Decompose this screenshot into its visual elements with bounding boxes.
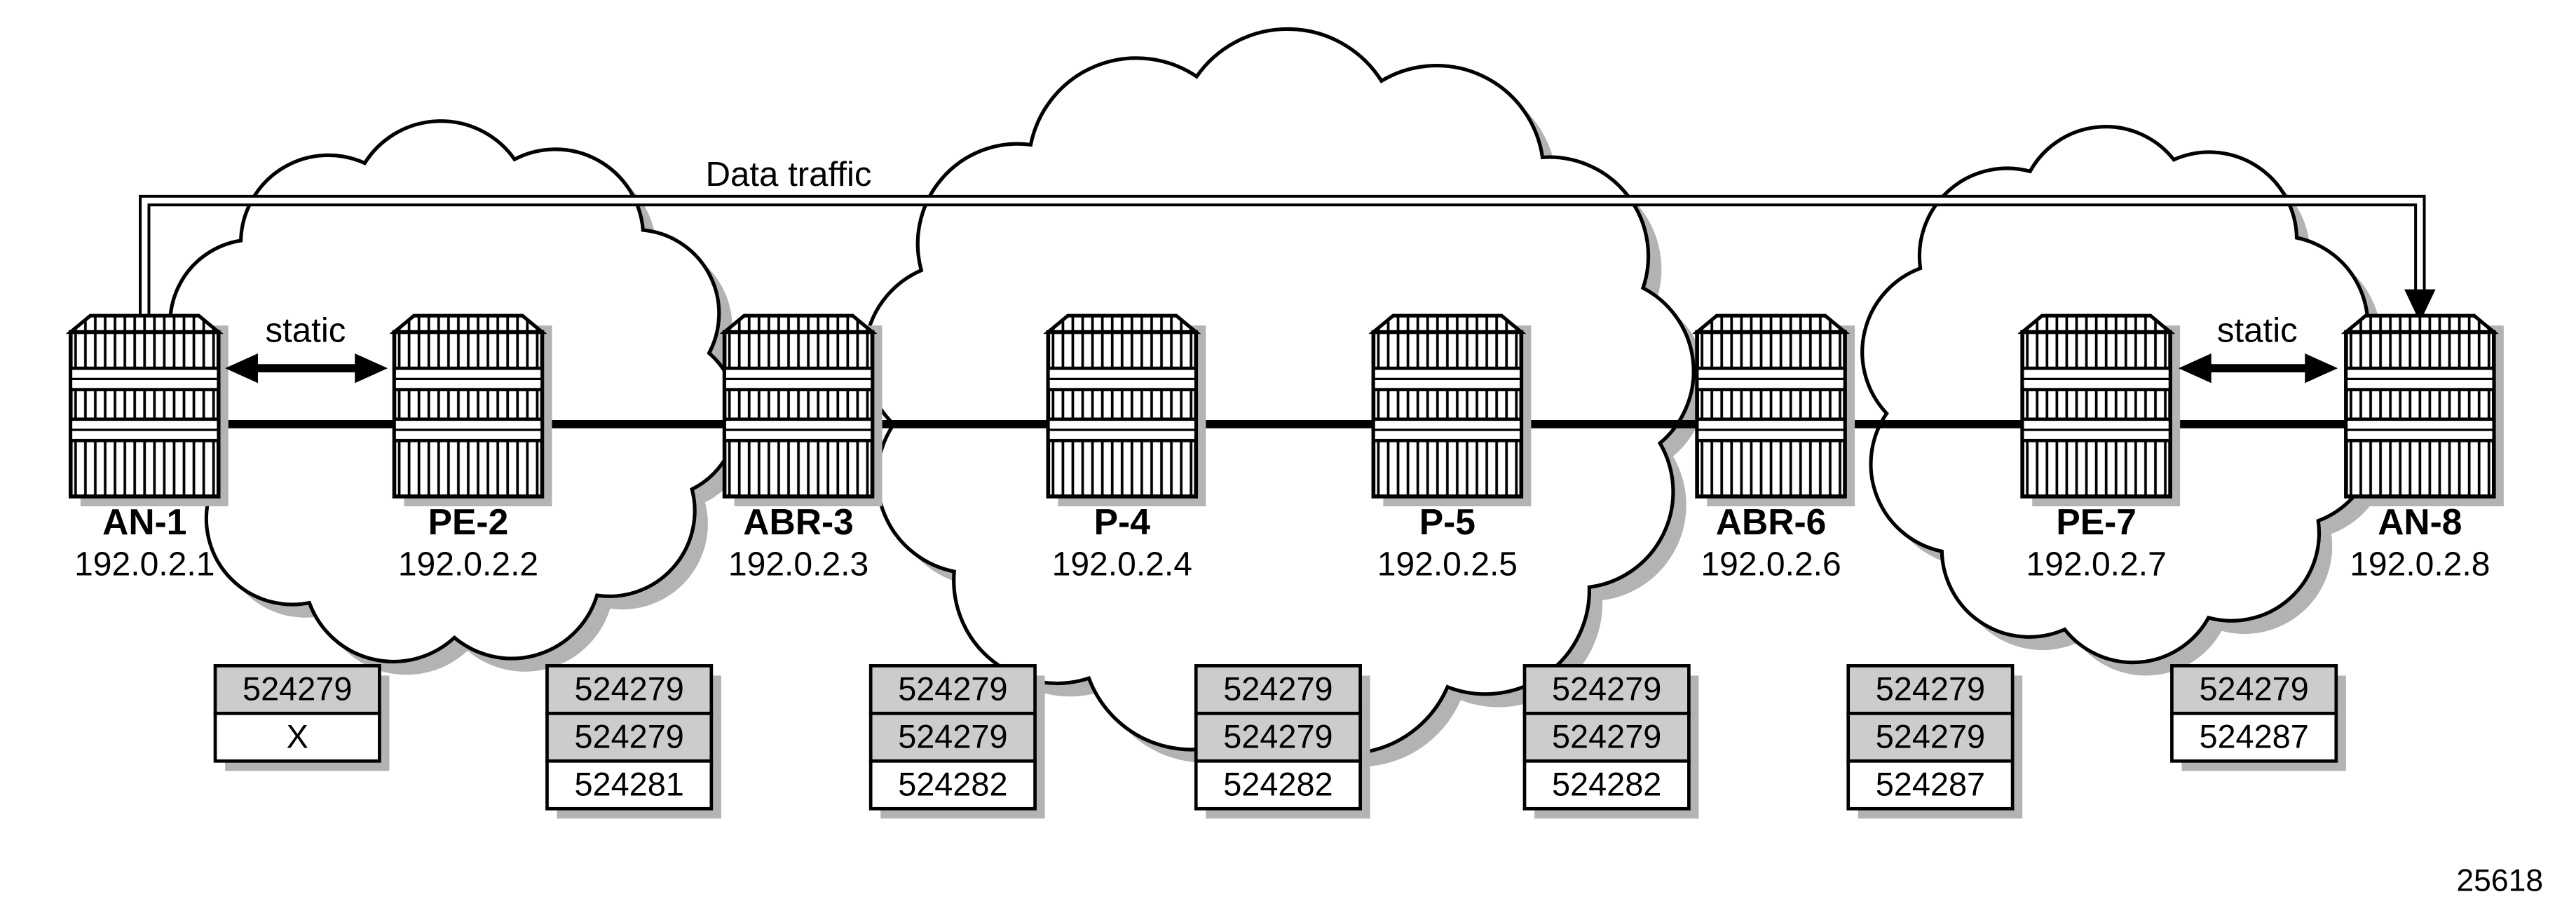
label-cell xyxy=(1194,759,1362,811)
router-pe-2: PE-2 192.0.2.2 xyxy=(395,316,552,583)
label-cell-value: 524279 xyxy=(1223,719,1333,755)
router-icon xyxy=(1373,316,1521,496)
router-pe-2-name: PE-2 xyxy=(428,501,509,542)
cloud-core xyxy=(863,27,1696,756)
label-cell-value: X xyxy=(287,719,308,755)
data-traffic-arrowhead-icon xyxy=(2404,289,2436,323)
label-cell-value: 524279 xyxy=(574,719,683,755)
router-abr-3-name: ABR-3 xyxy=(743,501,854,542)
label-cell-value: 524279 xyxy=(1223,671,1333,708)
router-pe-2-ip: 192.0.2.2 xyxy=(398,546,538,583)
label-cell xyxy=(868,759,1037,811)
router-icon xyxy=(71,316,219,496)
router-icon xyxy=(2022,316,2170,496)
label-cell-value: 524279 xyxy=(1552,671,1661,708)
static-right-arrowhead-icon xyxy=(2305,353,2338,384)
label-cell-value: 524282 xyxy=(1552,766,1661,803)
label-cell-value: 524282 xyxy=(898,766,1007,803)
data-traffic-arrow: Data traffic xyxy=(139,155,2436,323)
router-pe-7-ip: 192.0.2.7 xyxy=(2026,546,2166,583)
router-p-5-ip: 192.0.2.5 xyxy=(1377,546,1518,583)
router-abr-6-ip: 192.0.2.6 xyxy=(1701,546,1841,583)
router-abr-6: ABR-6 192.0.2.6 xyxy=(1697,316,1855,583)
router-icon xyxy=(395,316,543,496)
label-stack-2: 524279 524279 524281 xyxy=(545,664,721,819)
label-cell-value: 524279 xyxy=(574,671,683,708)
router-an-8-name: AN-8 xyxy=(2378,501,2462,542)
router-icon xyxy=(2346,316,2494,496)
label-cell xyxy=(2170,711,2338,763)
label-cell xyxy=(868,664,1037,715)
router-an-1: AN-1 192.0.2.1 xyxy=(71,316,229,583)
label-cell xyxy=(545,664,714,715)
figure-number: 25618 xyxy=(2456,863,2543,898)
label-cell xyxy=(1194,711,1362,763)
router-abr-3-ip: 192.0.2.3 xyxy=(728,546,868,583)
clouds xyxy=(156,27,2390,767)
label-stack-4: 524279 524279 524282 xyxy=(1194,664,1370,819)
label-cell-value: 524279 xyxy=(1552,719,1661,755)
label-cell-value: 524279 xyxy=(243,671,352,708)
static-link-left: static xyxy=(225,311,388,384)
label-stack-5: 524279 524279 524282 xyxy=(1522,664,1699,819)
label-cell-value: 524281 xyxy=(574,766,683,803)
router-icon xyxy=(1048,316,1196,496)
label-cell xyxy=(1194,664,1362,715)
label-cell-value: 524282 xyxy=(1223,766,1333,803)
label-cell xyxy=(1846,664,2015,715)
label-cell-value: 524279 xyxy=(2199,671,2308,708)
label-cell-value: 524287 xyxy=(2199,719,2308,755)
label-stack-7: 524279 524287 xyxy=(2170,664,2346,771)
label-stack-6: 524279 524279 524287 xyxy=(1846,664,2023,819)
router-p-4: P-4 192.0.2.4 xyxy=(1048,316,1206,583)
static-right-arrowhead-icon xyxy=(2178,353,2212,384)
static-left-arrowhead-icon xyxy=(225,353,258,384)
label-cell xyxy=(1522,759,1691,811)
label-cell xyxy=(213,664,381,715)
static-left-arrowhead-icon xyxy=(355,353,388,384)
router-abr-6-name: ABR-6 xyxy=(1716,501,1827,542)
router-p-5: P-5 192.0.2.5 xyxy=(1373,316,1532,583)
label-cell xyxy=(545,759,714,811)
router-an-8: AN-8 192.0.2.8 xyxy=(2346,316,2504,583)
router-an-1-name: AN-1 xyxy=(102,501,186,542)
label-cell xyxy=(2170,664,2338,715)
router-icon xyxy=(725,316,873,496)
static-left-label: static xyxy=(266,311,346,350)
label-cell-value: 524279 xyxy=(898,719,1007,755)
label-cell-value: 524279 xyxy=(1876,719,1985,755)
label-cell-value: 524279 xyxy=(898,671,1007,708)
data-traffic-path-core xyxy=(142,197,2423,323)
data-traffic-label: Data traffic xyxy=(705,155,871,194)
router-icon xyxy=(1697,316,1845,496)
label-cell-value: 524279 xyxy=(1876,671,1985,708)
label-cell xyxy=(1846,759,2015,811)
router-p-5-name: P-5 xyxy=(1419,501,1476,542)
router-an-8-ip: 192.0.2.8 xyxy=(2350,546,2490,583)
label-stack-3: 524279 524279 524282 xyxy=(868,664,1045,819)
label-cell xyxy=(1522,664,1691,715)
label-cell xyxy=(213,711,381,763)
label-cell-value: 524287 xyxy=(1876,766,1985,803)
label-cell xyxy=(1522,711,1691,763)
router-an-1-ip: 192.0.2.1 xyxy=(74,546,214,583)
label-stack-1: 524279 X xyxy=(213,664,390,771)
static-right-label: static xyxy=(2217,311,2298,350)
router-p-4-ip: 192.0.2.4 xyxy=(1052,546,1192,583)
static-link-right: static xyxy=(2178,311,2338,384)
router-pe-7-name: PE-7 xyxy=(2056,501,2137,542)
router-pe-7: PE-7 192.0.2.7 xyxy=(2022,316,2181,583)
router-p-4-name: P-4 xyxy=(1094,501,1151,542)
router-abr-3: ABR-3 192.0.2.3 xyxy=(725,316,882,583)
label-cell xyxy=(1846,711,2015,763)
